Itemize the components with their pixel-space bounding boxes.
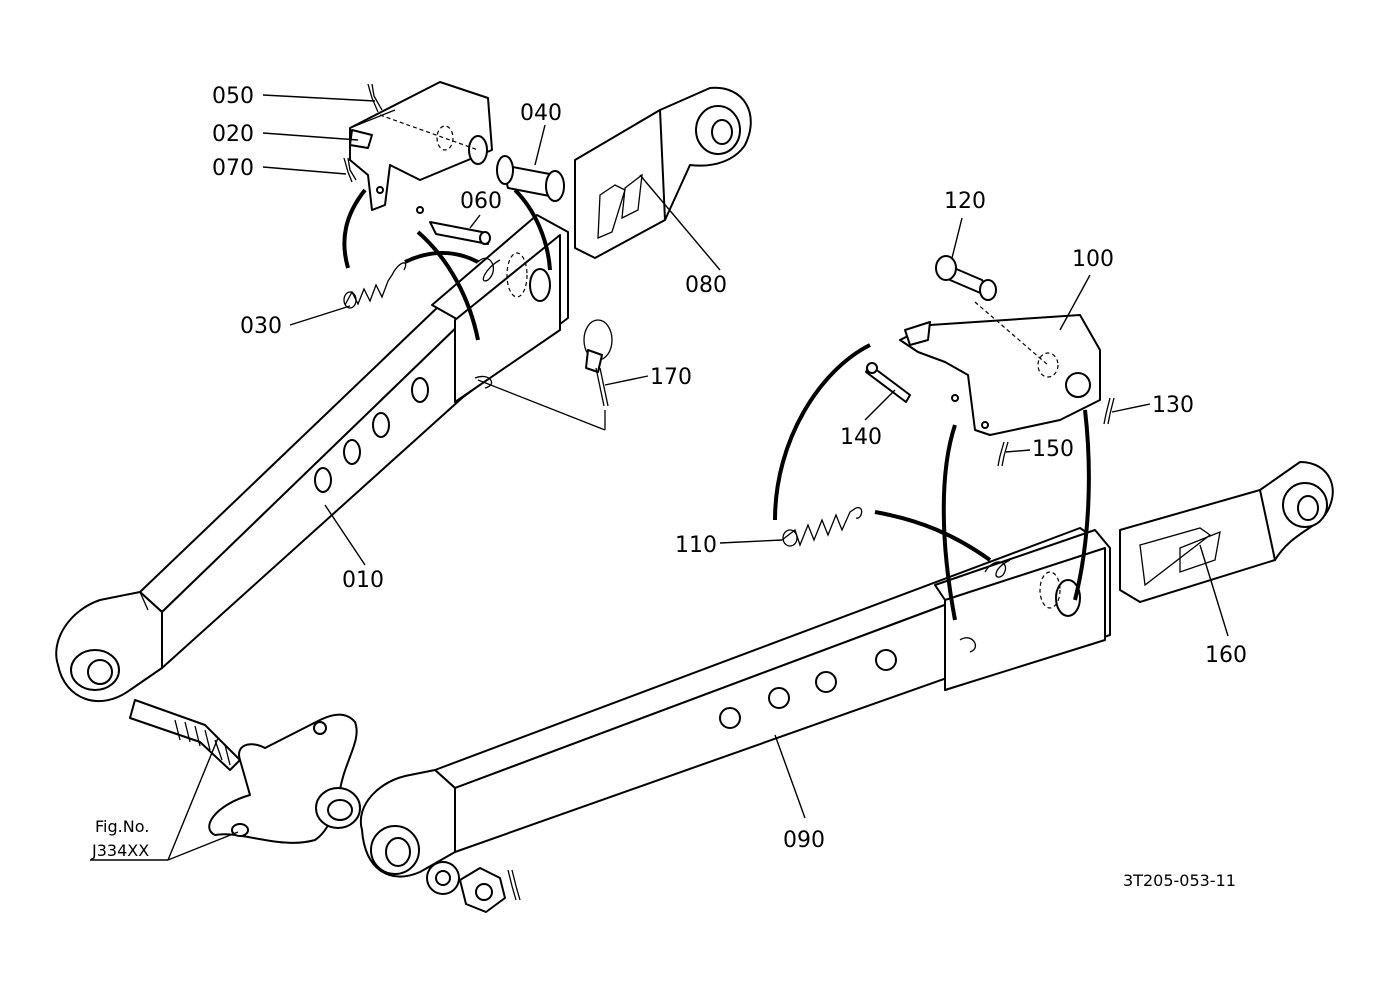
- callout-020: 020: [212, 122, 254, 147]
- callout-140: 140: [840, 425, 882, 450]
- cotter-pin-070: [343, 157, 357, 183]
- cotter-pin-150: [997, 441, 1009, 467]
- callout-160: 160: [1205, 643, 1247, 668]
- cotter-pin-nut: [507, 869, 521, 901]
- ball-end-assembly: [129, 699, 361, 844]
- callout-090: 090: [783, 828, 825, 853]
- callout-170: 170: [650, 365, 692, 390]
- leader-lines: [167, 94, 1229, 861]
- drawing-code: 3T205-053-11: [1123, 871, 1236, 890]
- callout-150: 150: [1032, 437, 1074, 462]
- pin-120: [935, 255, 997, 301]
- cotter-pin-130: [1103, 397, 1115, 425]
- lynch-pin-170: [583, 319, 613, 407]
- fig-ref-line2: J334XX: [91, 841, 149, 860]
- pin-060: [429, 221, 491, 245]
- callout-070: 070: [212, 156, 254, 181]
- pin-040: [496, 155, 565, 202]
- spring-110: [781, 507, 863, 547]
- callout-050: 050: [212, 84, 254, 109]
- callout-040: 040: [520, 101, 562, 126]
- swivel-block-080: [574, 86, 752, 259]
- washer: [426, 861, 460, 895]
- pin-140: [865, 362, 911, 403]
- lower-link-010: [55, 214, 569, 703]
- fig-ref-line1: Fig.No.: [95, 817, 149, 836]
- assembly-arrows-right: [773, 343, 1091, 621]
- callout-010: 010: [342, 568, 384, 593]
- callout-130: 130: [1152, 393, 1194, 418]
- assembly-arrows-left: [342, 188, 606, 431]
- bracket-020: [349, 81, 493, 214]
- castle-nut: [459, 867, 506, 913]
- callout-120: 120: [944, 189, 986, 214]
- spring-030: [343, 262, 407, 309]
- callout-100: 100: [1072, 247, 1114, 272]
- bracket-100: [899, 301, 1101, 436]
- callout-030: 030: [240, 314, 282, 339]
- swivel-block-160: [1119, 461, 1334, 603]
- callout-110: 110: [675, 533, 717, 558]
- callout-060: 060: [460, 189, 502, 214]
- lower-link-090: [359, 527, 1111, 878]
- callout-080: 080: [685, 273, 727, 298]
- cotter-pin-050: [367, 83, 383, 113]
